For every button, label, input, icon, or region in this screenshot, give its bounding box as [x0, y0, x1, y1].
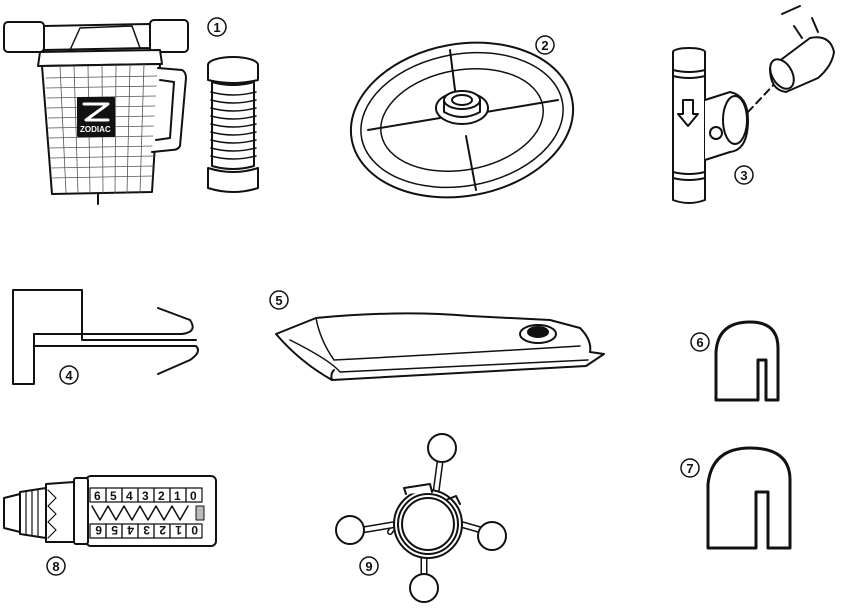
- skimmer-basket-and-hose-icon: ZODIAC: [3, 19, 259, 205]
- part-number-9: 9: [359, 556, 379, 576]
- gauge-bottom-3: 3: [143, 523, 150, 537]
- zodiac-logo: ZODIAC: [80, 125, 111, 134]
- gauge-bottom-2: 2: [159, 523, 166, 537]
- part-number-3: 3: [734, 165, 754, 185]
- gauge-top-3: 3: [142, 489, 149, 503]
- gauge-top-6: 6: [94, 489, 101, 503]
- part-number-9-text: 9: [365, 559, 372, 574]
- part-number-4-text: 4: [65, 368, 73, 383]
- disc-skirt-icon: [349, 41, 575, 199]
- part-number-6-text: 6: [696, 335, 703, 350]
- part-number-7: 7: [680, 458, 700, 478]
- gauge-top-5: 5: [110, 489, 117, 503]
- part-number-5: 5: [269, 290, 289, 310]
- part-number-2: 2: [535, 35, 555, 55]
- part-number-6: 6: [690, 332, 710, 352]
- part-number-1: 1: [207, 17, 227, 37]
- gauge-bottom-5: 5: [111, 523, 118, 537]
- flow-gauge-icon: 6 5 4 3 2 1 0 6 5 4 3 2 1 0: [3, 475, 217, 547]
- gauge-top-2: 2: [158, 489, 165, 503]
- hose-float-icon: [335, 433, 507, 603]
- part-number-7-text: 7: [686, 461, 693, 476]
- part-number-8: 8: [46, 556, 66, 576]
- gauge-top-0: 0: [190, 489, 197, 503]
- part-number-4: 4: [59, 365, 79, 385]
- gauge-bottom-6: 6: [95, 523, 102, 537]
- flow-regulator-valve-icon: [672, 5, 835, 204]
- gauge-bottom-0: 0: [191, 523, 198, 537]
- gauge-top-4: 4: [126, 489, 133, 503]
- part-number-1-text: 1: [213, 20, 220, 35]
- foot-pad-icon: [275, 312, 605, 381]
- part-number-8-text: 8: [52, 559, 59, 574]
- part-number-2-text: 2: [541, 38, 548, 53]
- part-number-labels: 1 2 3 4 5 6 7 8: [46, 17, 754, 576]
- hose-weight-hook-icon: [12, 289, 199, 385]
- part-number-5-text: 5: [275, 293, 282, 308]
- gauge-top-1: 1: [174, 489, 181, 503]
- part-number-3-text: 3: [740, 168, 747, 183]
- small-clip-icon: [714, 320, 780, 402]
- large-clip-icon: [706, 446, 792, 550]
- gauge-bottom-1: 1: [175, 523, 182, 537]
- gauge-bottom-4: 4: [127, 523, 134, 537]
